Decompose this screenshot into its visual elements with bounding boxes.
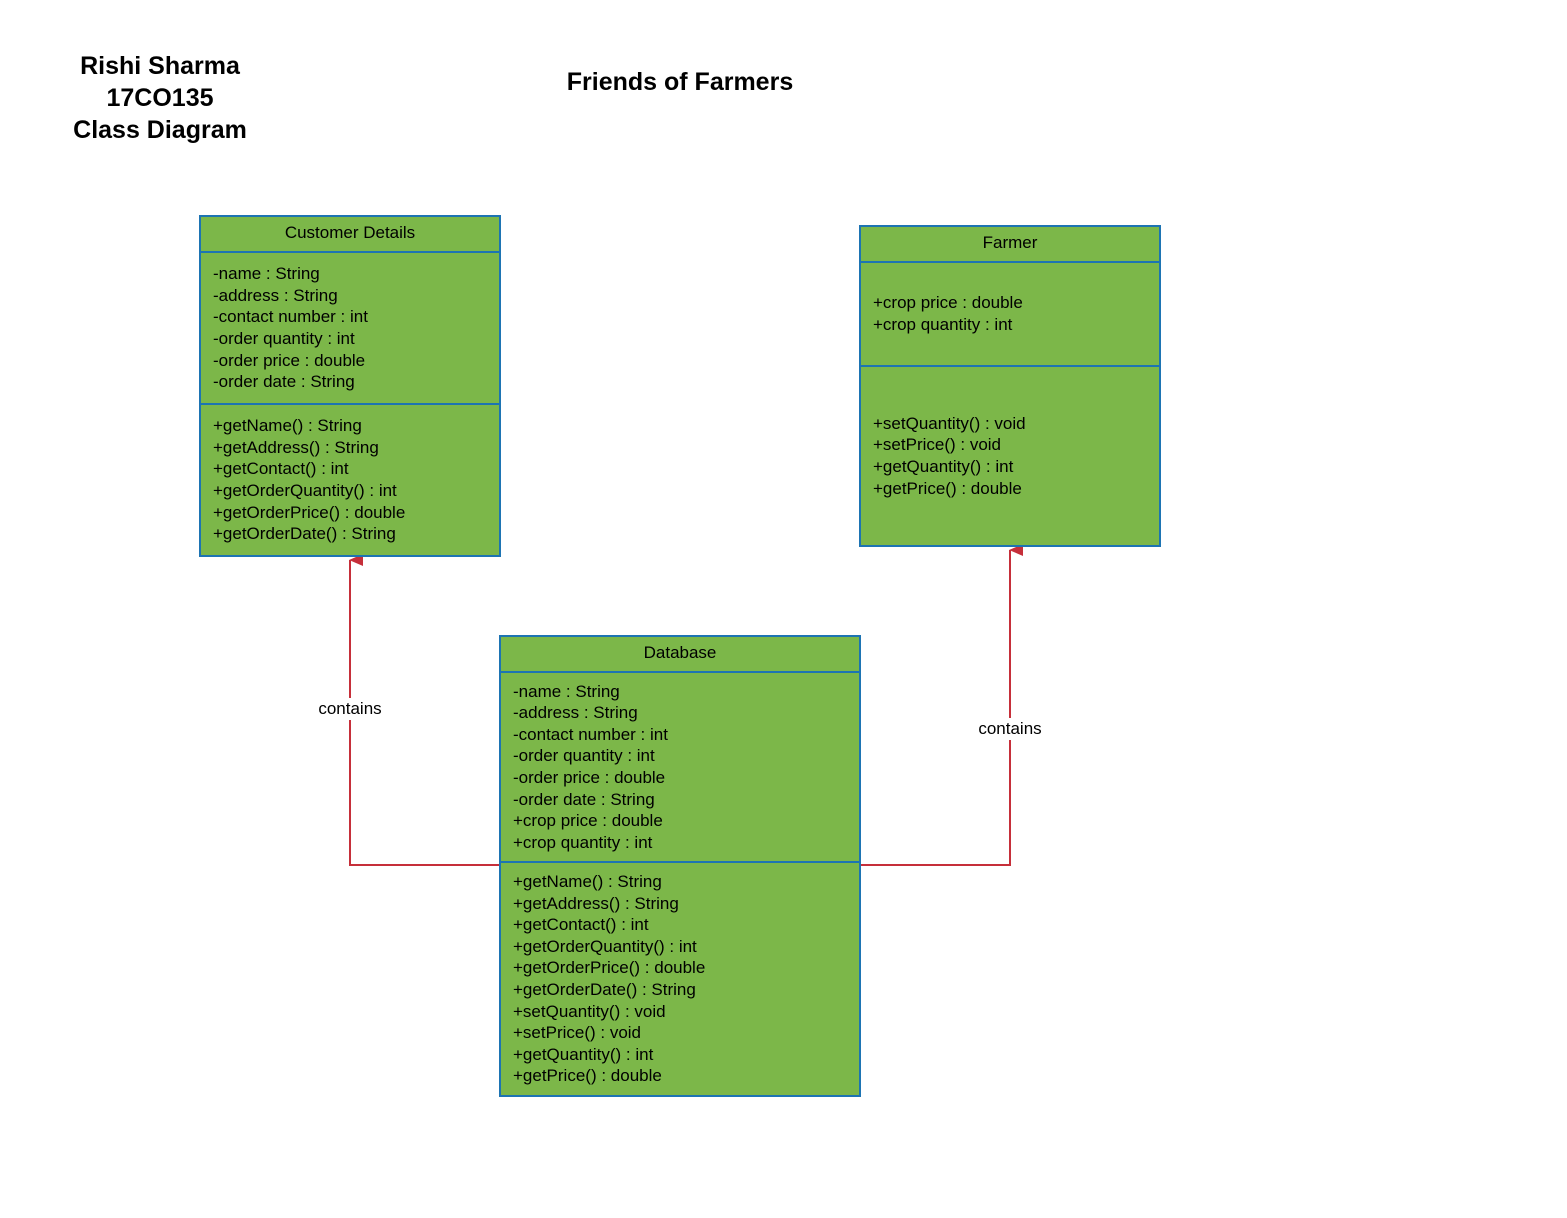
method: +getOrderQuantity() : int xyxy=(513,936,697,956)
attribute: -order date : String xyxy=(513,789,655,809)
attribute: +crop price : double xyxy=(873,293,1023,313)
method: +setPrice() : void xyxy=(513,1023,642,1043)
method: +getOrderPrice() : double xyxy=(213,502,406,522)
attribute: +crop quantity : int xyxy=(873,315,1013,334)
method: +getOrderDate() : String xyxy=(513,980,696,999)
connector-database-to-farmer xyxy=(860,544,1023,866)
author-roll-number: 17CO135 xyxy=(106,84,214,112)
class-name: Database xyxy=(501,637,859,673)
method: +getAddress() : String xyxy=(513,893,679,913)
attribute: -order date : String xyxy=(213,372,355,392)
diagram-title: Friends of Farmers xyxy=(566,68,794,96)
attribute: -address : String xyxy=(513,703,638,723)
attribute: -order quantity : int xyxy=(513,746,655,766)
class-name: Customer Details xyxy=(201,217,499,253)
attribute: +crop price : double xyxy=(513,811,663,831)
method: +getName() : String xyxy=(513,872,662,892)
attribute: -order price : double xyxy=(513,768,666,787)
author-name: Rishi Sharma xyxy=(80,52,240,80)
method: +getContact() : int xyxy=(213,459,349,479)
connector-database-to-customer xyxy=(349,554,500,866)
method: +getContact() : int xyxy=(513,915,649,935)
method: +getOrderQuantity() : int xyxy=(213,481,397,500)
methods-section: +setQuantity() : void +setPrice() : void… xyxy=(861,367,1159,545)
method: +getPrice() : double xyxy=(873,478,1022,498)
method: +getQuantity() : int xyxy=(513,1044,654,1064)
attribute: -name : String xyxy=(213,264,320,284)
method: +getName() : String xyxy=(213,416,362,436)
method: +getPrice() : double xyxy=(513,1066,662,1086)
attribute: -contact number : int xyxy=(213,307,368,327)
diagram-type-label: Class Diagram xyxy=(73,116,247,144)
attributes-section: -name : String -address : String -contac… xyxy=(201,253,499,405)
method: +getAddress() : String xyxy=(213,437,379,457)
class-name: Farmer xyxy=(861,227,1159,263)
methods-section: +getName() : String +getAddress() : Stri… xyxy=(201,405,499,555)
class-farmer[interactable]: Farmer +crop price : double +crop quanti… xyxy=(859,225,1161,547)
attribute: -contact number : int xyxy=(513,724,668,744)
attribute: +crop quantity : int xyxy=(513,832,653,852)
author-block: Rishi Sharma 17CO135 Class Diagram xyxy=(40,50,280,146)
attribute: -order quantity : int xyxy=(213,329,355,348)
methods-section: +getName() : String +getAddress() : Stri… xyxy=(501,863,859,1095)
method: +setQuantity() : void xyxy=(873,413,1026,433)
method: +getOrderPrice() : double xyxy=(513,958,706,978)
method: +getOrderDate() : String xyxy=(213,524,396,544)
relation-label-farmer: contains xyxy=(976,718,1044,740)
attributes-section: +crop price : double +crop quantity : in… xyxy=(861,263,1159,367)
class-customer-details[interactable]: Customer Details -name : String -address… xyxy=(199,215,501,557)
relation-label-customer: contains xyxy=(316,698,384,720)
method: +setQuantity() : void xyxy=(513,1001,666,1021)
attributes-section: -name : String -address : String -contac… xyxy=(501,673,859,863)
method: +setPrice() : void xyxy=(873,435,1002,455)
attribute: -order price : double xyxy=(213,350,366,370)
class-database[interactable]: Database -name : String -address : Strin… xyxy=(499,635,861,1097)
attribute: -name : String xyxy=(513,681,620,701)
attribute: -address : String xyxy=(213,285,338,305)
method: +getQuantity() : int xyxy=(873,457,1014,476)
